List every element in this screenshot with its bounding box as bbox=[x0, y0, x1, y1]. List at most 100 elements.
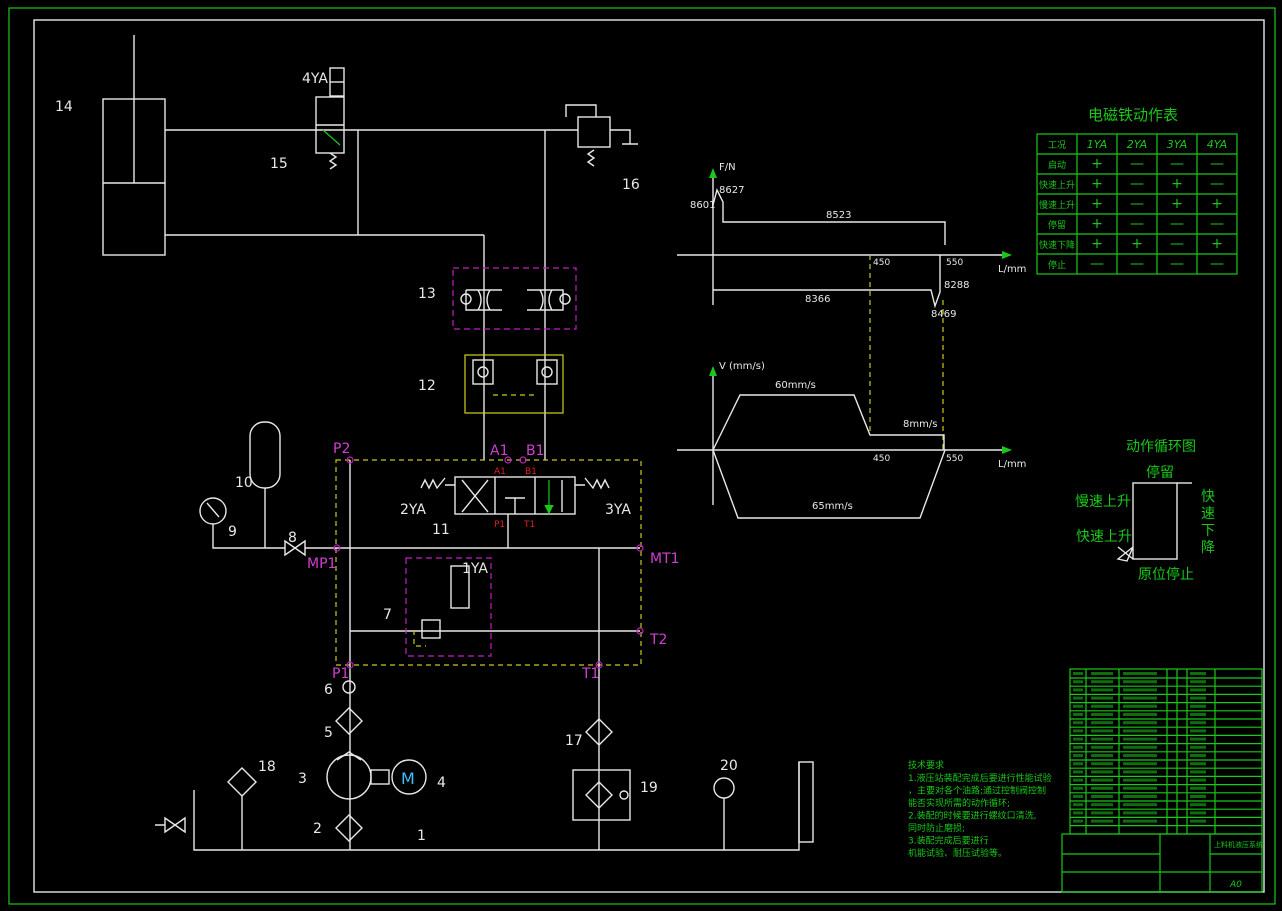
parts-list-text-mark bbox=[1091, 696, 1113, 700]
parts-list-text-mark bbox=[1190, 778, 1206, 782]
parts-list-text-mark bbox=[1123, 819, 1157, 823]
parts-list-text-mark bbox=[1073, 713, 1083, 716]
force-8366: 8366 bbox=[805, 294, 830, 305]
label-2: 2 bbox=[313, 821, 322, 837]
label-15: 15 bbox=[270, 156, 288, 172]
table-cell: — bbox=[1170, 216, 1184, 232]
table-cell: — bbox=[1210, 256, 1224, 272]
port-a1-inner: A1 bbox=[494, 467, 506, 477]
tech-note-line: ，主要对各个油路;通过控制阀控制 bbox=[908, 785, 1046, 797]
parts-list-text-mark bbox=[1123, 704, 1157, 708]
port-t2: T2 bbox=[649, 632, 667, 648]
parts-list-text-mark bbox=[1073, 704, 1083, 708]
table-cell: + bbox=[1091, 156, 1103, 172]
table-cell: + bbox=[1131, 236, 1143, 252]
parts-list-text-mark bbox=[1073, 680, 1083, 684]
parts-list-text-mark bbox=[1123, 811, 1157, 815]
table-cell: — bbox=[1210, 156, 1224, 172]
parts-list-text-mark bbox=[1091, 811, 1113, 815]
tech-note-line: 机能试验、耐压试验等。 bbox=[908, 847, 1007, 859]
check-block-12 bbox=[464, 354, 564, 414]
label-2ya: 2YA bbox=[400, 502, 426, 518]
parts-list-rows bbox=[1070, 672, 1262, 827]
parts-list-text-mark bbox=[1123, 745, 1157, 749]
speed-450: 450 bbox=[873, 454, 890, 464]
parts-list-text-mark bbox=[1091, 729, 1113, 733]
solenoid-table bbox=[1036, 133, 1238, 275]
port-mp1: MP1 bbox=[307, 556, 336, 572]
port-p1-inner: P1 bbox=[494, 520, 505, 530]
parts-list-text-mark bbox=[1073, 795, 1083, 798]
speed-xlabel: L/mm bbox=[998, 459, 1026, 470]
title-block-sheet: A0 bbox=[1229, 880, 1242, 890]
parts-list-text-mark bbox=[1190, 688, 1206, 692]
cycle-top: 停留 bbox=[1146, 464, 1174, 481]
parts-list-text-mark bbox=[1190, 786, 1206, 790]
label-6: 6 bbox=[324, 682, 333, 698]
parts-list-text-mark bbox=[1091, 680, 1113, 684]
force-chart bbox=[677, 168, 1012, 452]
label-13: 13 bbox=[418, 286, 436, 302]
table-row-label: 快速上升 bbox=[1039, 179, 1075, 191]
outer-frame bbox=[8, 7, 1276, 905]
table-row-label: 启动 bbox=[1048, 159, 1066, 171]
throttle-check-valves bbox=[460, 289, 571, 311]
parts-list-text-mark bbox=[1190, 762, 1206, 766]
cycle-title: 动作循环图 bbox=[1126, 439, 1196, 455]
speed-550: 550 bbox=[946, 454, 963, 464]
parts-list-text-mark bbox=[1091, 672, 1113, 675]
force-450: 450 bbox=[873, 258, 890, 268]
table-row-label: 快速下降 bbox=[1039, 239, 1075, 251]
parts-list-text-mark bbox=[1123, 729, 1157, 733]
parts-list-text-mark bbox=[1091, 786, 1113, 790]
parts-list-text-mark bbox=[1123, 688, 1157, 692]
directional-valve-11 bbox=[420, 476, 610, 515]
control-manifold bbox=[335, 459, 642, 666]
table-row-label: 停止 bbox=[1048, 259, 1066, 271]
label-14: 14 bbox=[55, 99, 73, 115]
tech-note-line: 1.液压站装配完成后要进行性能试验 bbox=[908, 772, 1052, 784]
force-8469: 8469 bbox=[931, 309, 956, 320]
parts-list-text-mark bbox=[1190, 672, 1206, 675]
parts-list-text-mark bbox=[1073, 696, 1083, 700]
parts-list-text-mark bbox=[1073, 770, 1083, 774]
label-8: 8 bbox=[288, 530, 297, 546]
force-ylabel: F/N bbox=[719, 162, 736, 173]
cycle-left-lower: 快速上升 bbox=[1076, 529, 1132, 545]
cycle-diagram bbox=[1116, 482, 1192, 562]
parts-list-text-mark bbox=[1190, 811, 1206, 815]
table-cell: — bbox=[1090, 256, 1104, 272]
throttle-block-13 bbox=[452, 267, 577, 330]
parts-list-text-mark bbox=[1073, 737, 1083, 741]
table-cell: — bbox=[1130, 156, 1144, 172]
label-16: 16 bbox=[622, 177, 640, 193]
parts-list-text-mark bbox=[1073, 729, 1083, 733]
parts-list-text-mark bbox=[1073, 786, 1083, 790]
table-cell: — bbox=[1170, 156, 1184, 172]
table-cell: + bbox=[1091, 216, 1103, 232]
pump bbox=[326, 754, 372, 800]
parts-list-text-mark bbox=[1073, 688, 1083, 692]
relief-block-7 bbox=[405, 557, 492, 657]
relief-valve-16 bbox=[545, 104, 638, 167]
table-cell: + bbox=[1211, 196, 1223, 212]
table-cell: — bbox=[1130, 176, 1144, 192]
parts-list-text-mark bbox=[1091, 795, 1113, 798]
table-cell: + bbox=[1171, 176, 1183, 192]
parts-list-text-mark bbox=[1091, 713, 1113, 716]
parts-list-text-mark bbox=[1073, 754, 1083, 757]
force-550: 550 bbox=[946, 258, 963, 268]
parts-list-text-mark bbox=[1190, 819, 1206, 823]
parts-list-text-mark bbox=[1123, 795, 1157, 798]
parts-list-text-mark bbox=[1073, 745, 1083, 749]
label-1: 1 bbox=[417, 828, 426, 844]
stop-valve bbox=[284, 539, 306, 557]
parts-list-text-mark bbox=[1190, 745, 1206, 749]
accumulator bbox=[249, 421, 281, 489]
parts-list-text-mark bbox=[1190, 696, 1206, 700]
label-10: 10 bbox=[235, 475, 253, 491]
parts-list-text-mark bbox=[1073, 762, 1083, 766]
port-t1-inner: T1 bbox=[523, 520, 535, 530]
table-cell: + bbox=[1171, 196, 1183, 212]
